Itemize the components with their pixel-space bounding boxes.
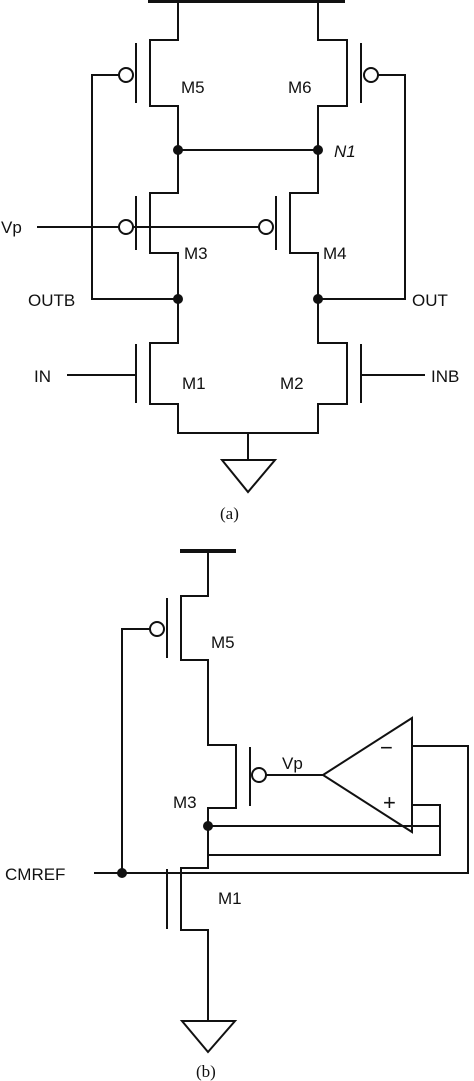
- transistor-m5: [91, 39, 179, 107]
- label-m1-b: M1: [218, 889, 242, 908]
- ground-icon-b: [179, 1020, 238, 1054]
- label-m5-a: M5: [181, 78, 205, 97]
- label-vp-b: Vp: [282, 754, 303, 773]
- label-vp-a: Vp: [1, 218, 22, 237]
- label-m2-a: M2: [280, 374, 304, 393]
- circuit-a: M5 M6 N1 Vp M3 M4 OUTB OUT IN INB M1 M2 …: [1, 0, 459, 523]
- label-m1-a: M1: [182, 374, 206, 393]
- label-n1: N1: [334, 142, 356, 161]
- junction-out: [313, 294, 323, 304]
- opamp: − +: [321, 716, 413, 834]
- label-cmref: CMREF: [5, 865, 65, 884]
- junction-n1-left: [173, 145, 183, 155]
- transistor-m3: [118, 192, 179, 254]
- label-inb: INB: [431, 367, 459, 386]
- opamp-plus-symbol: +: [383, 790, 396, 815]
- label-m3-b: M3: [173, 793, 197, 812]
- opamp-minus-symbol: −: [380, 735, 393, 760]
- caption-b: (b): [196, 1062, 216, 1081]
- transistor-m1-b: [166, 867, 209, 931]
- wire-tail: [177, 403, 319, 434]
- label-m4-a: M4: [323, 244, 347, 263]
- transistor-m4: [258, 192, 319, 254]
- junction-n1-right: [313, 145, 323, 155]
- wire-plus-input: [207, 804, 441, 856]
- label-in: IN: [34, 367, 51, 386]
- transistor-m3-b: [207, 744, 324, 809]
- feedback-m5-outb: [91, 74, 179, 300]
- transistor-m6: [317, 39, 406, 107]
- label-m6-a: M6: [288, 78, 312, 97]
- label-outb: OUTB: [28, 291, 75, 310]
- label-m3-a: M3: [184, 244, 208, 263]
- junction-outb: [173, 294, 183, 304]
- wire-minus-input: [411, 745, 469, 874]
- feedback-m6-out: [317, 74, 406, 300]
- label-m5-b: M5: [211, 633, 235, 652]
- transistor-m5-b: [121, 595, 209, 661]
- ground-icon-a: [219, 459, 278, 494]
- junction-cmref: [117, 868, 127, 878]
- transistor-m1: [67, 342, 179, 405]
- transistor-m2: [317, 342, 425, 405]
- label-out: OUT: [412, 291, 448, 310]
- circuit-b: − + M5 Vp M3 CMREF M1 (b): [5, 549, 469, 1081]
- caption-a: (a): [220, 504, 239, 523]
